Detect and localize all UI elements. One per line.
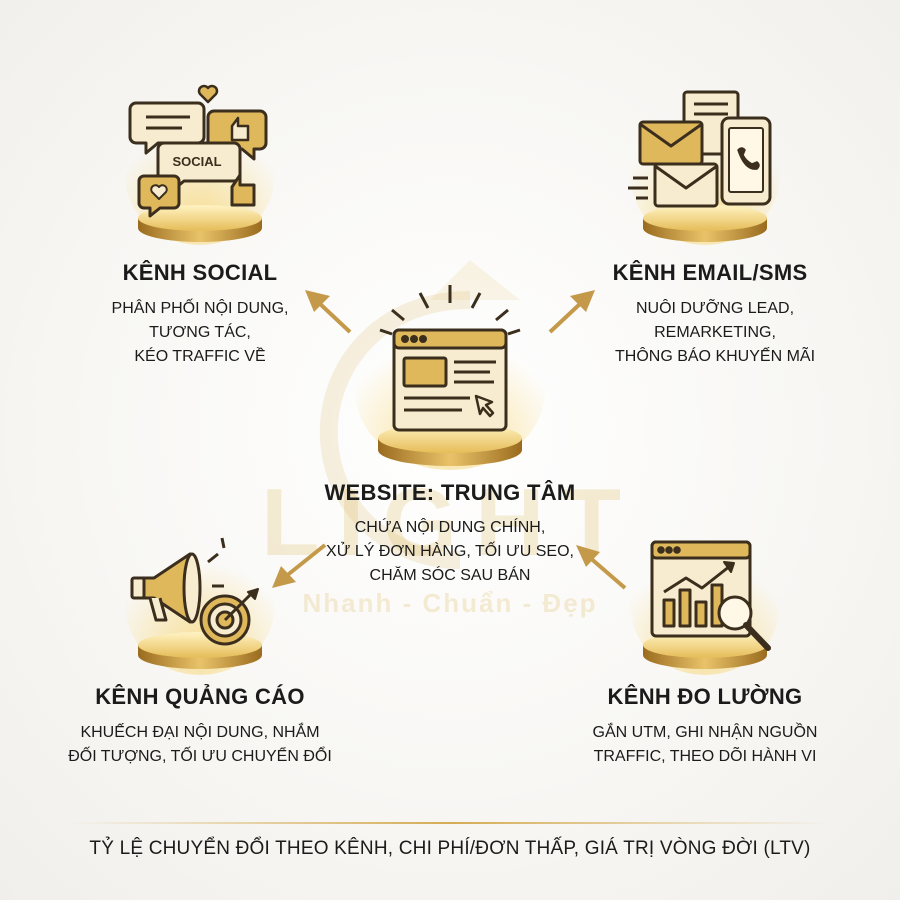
social-line: PHÂN PHỐI NỘI DUNG, [111,300,289,317]
arrow-to-social [305,290,352,334]
website-line: XỬ LÝ ĐƠN HÀNG, TỐI ƯU SEO, [326,543,574,560]
website-browser-icon [379,285,521,432]
measure-description: GẮN UTM, GHI NHẬN NGUỒN TRAFFIC, THEO DÕ… [570,721,840,769]
social-description: PHÂN PHỐI NỘI DUNG, TƯƠNG TÁC, KÉO TRAFF… [80,297,320,369]
email-line: REMARKETING, [654,324,776,341]
footer-summary: TỶ LỆ CHUYỂN ĐỔI THEO KÊNH, CHI PHÍ/ĐƠN … [89,838,811,859]
measure-line: TRAFFIC, THEO DÕI HÀNH VI [593,748,817,765]
footer-divider [70,822,830,824]
measure-title: KÊNH ĐO LƯỜNG [607,684,803,709]
ads-line: ĐỐI TƯỢNG, TỐI ƯU CHUYỂN ĐỔI [68,748,332,765]
measure-line: GẮN UTM, GHI NHẬN NGUỒN [592,724,818,741]
analytics-chart-icon [650,540,771,651]
megaphone-target-icon [130,537,259,646]
watermark-tagline: Nhanh - Chuẩn - Đẹp [302,588,598,618]
arrow-to-ads [272,543,327,588]
watermark-brand: LIGHT [261,469,639,576]
email-line: THÔNG BÁO KHUYẾN MÃI [614,348,816,365]
email-line: NUÔI DƯỠNG LEAD, [635,300,795,317]
email-title: KÊNH EMAIL/SMS [612,260,808,285]
website-line: CHỨA NỘI DUNG CHÍNH, [354,519,546,536]
website-title: WEBSITE: TRUNG TÂM [324,480,576,505]
social-title: KÊNH SOCIAL [122,260,278,285]
social-line: TƯƠNG TÁC, [149,324,251,341]
social-icon-label: SOCIAL [172,154,221,169]
social-chat-icon [128,84,268,218]
social-line: KÉO TRAFFIC VỀ [134,348,266,365]
arrow-from-measure [576,545,627,590]
website-line: CHĂM SÓC SAU BÁN [369,567,531,584]
email-description: NUÔI DƯỠNG LEAD, REMARKETING, THÔNG BÁO … [590,297,840,369]
arrow-to-email [548,290,595,334]
website-description: CHỨA NỘI DUNG CHÍNH, XỬ LÝ ĐƠN HÀNG, TỐI… [300,516,600,588]
ads-title: KÊNH QUẢNG CÁO [95,684,305,709]
email-sms-icon [628,90,772,208]
ads-description: KHUẾCH ĐẠI NỘI DUNG, NHẮM ĐỐI TƯỢNG, TỐI… [65,721,335,769]
ads-line: KHUẾCH ĐẠI NỘI DUNG, NHẮM [80,724,320,741]
